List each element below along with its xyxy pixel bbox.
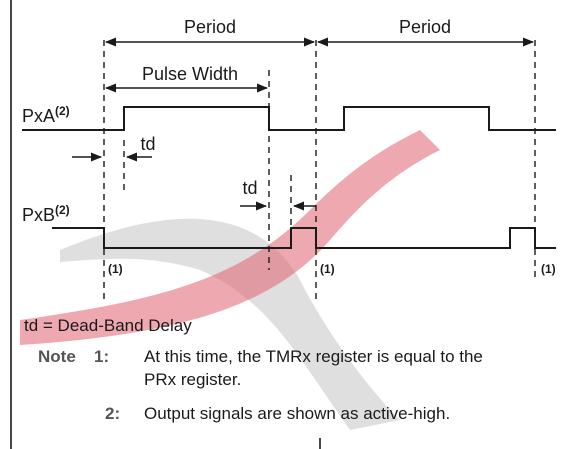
- period-label-1: Period: [184, 17, 236, 37]
- pxb-waveform: [52, 227, 556, 249]
- watermark-logo: [20, 130, 440, 430]
- note-1-line-2: PRx register.: [144, 370, 241, 389]
- watermark-red-swoosh: [20, 130, 440, 345]
- pxa-td-label: td: [140, 134, 155, 154]
- pxa-label: PxA(2): [22, 104, 70, 126]
- watermark-gray-swoosh: [60, 218, 400, 430]
- marker-1-b: (1): [320, 262, 335, 276]
- pxb-label: PxB(2): [22, 203, 70, 225]
- marker-1-a: (1): [108, 262, 123, 276]
- pxb-td-label: td: [242, 178, 257, 198]
- marker-1-c: (1): [541, 262, 556, 276]
- note-heading: Note: [38, 347, 76, 366]
- note-1-line-1: At this time, the TMRx register is equal…: [144, 347, 483, 366]
- pulse-width-label: Pulse Width: [142, 64, 238, 84]
- td-definition: td = Dead-Band Delay: [24, 316, 192, 335]
- note-1-number: 1:: [94, 347, 109, 366]
- period-label-2: Period: [399, 17, 451, 37]
- note-2-line-1: Output signals are shown as active-high.: [144, 404, 450, 423]
- pxa-waveform: [22, 106, 556, 131]
- note-2-number: 2:: [105, 404, 120, 423]
